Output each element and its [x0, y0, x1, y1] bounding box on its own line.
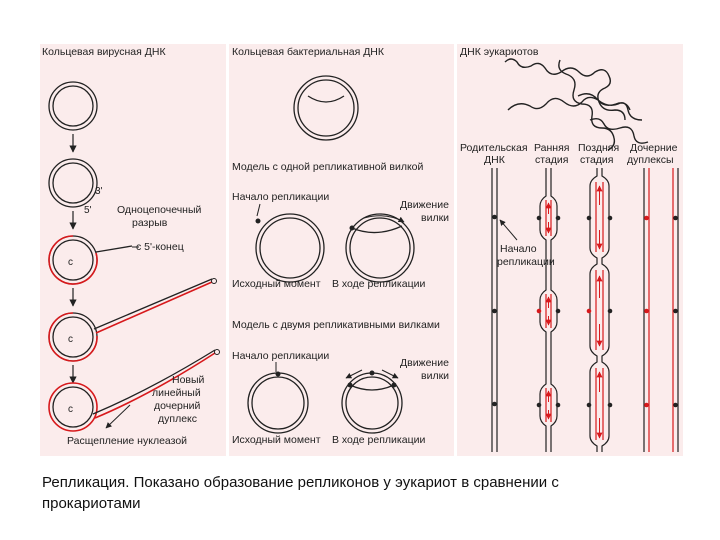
eukaryotic-dna-panel	[457, 44, 683, 456]
two-fork-initial-circle	[247, 372, 309, 434]
col1-header-line1: Родительская	[460, 142, 528, 154]
origin-dot	[369, 370, 375, 376]
late-stage-column	[589, 168, 610, 452]
panel1-title: Кольцевая вирусная ДНК	[42, 46, 166, 58]
nuclease-arrow	[105, 404, 131, 429]
col4-header-line2: дуплексы	[627, 154, 674, 166]
fork-movement-1-line2: вилки	[421, 212, 449, 224]
origin-dots-daughters	[644, 215, 678, 408]
model-two-forks: Модель с двумя репликативными вилками	[232, 319, 440, 331]
new-duplex-line3: дочерний	[154, 400, 201, 412]
fork-movement-2-line2: вилки	[421, 370, 449, 382]
fork-movement-1-line1: Движение	[400, 199, 449, 211]
bacterial-dna-panel	[229, 44, 454, 456]
new-duplex-line4: дуплекс	[158, 413, 197, 425]
initial-moment-1: Исходный момент	[232, 278, 321, 290]
during-replication-2: В ходе репликации	[332, 434, 425, 446]
origin-arrow	[499, 219, 518, 241]
col2-header-line1: Ранняя	[534, 142, 569, 154]
origin-dots-early	[536, 215, 561, 408]
label-5prime: 5'	[84, 205, 92, 216]
origin-dot	[255, 218, 261, 224]
daughter-duplex-2	[672, 168, 679, 452]
half-circle-glyph: c	[68, 334, 73, 345]
origin-dots-parental	[492, 214, 497, 407]
five-end-label: с 5'-конец	[136, 241, 184, 253]
two-fork-progress-circle	[341, 372, 403, 434]
caption-line-1: Репликация. Показано образование реплико…	[42, 474, 559, 491]
strand-end-marker-2	[214, 349, 220, 355]
fork-direction-arrow-right	[381, 369, 399, 379]
fork-dot	[391, 382, 397, 388]
caption-line-2: прокариотами	[42, 495, 141, 512]
col3-header-line2: стадия	[580, 154, 613, 166]
fork-direction-arrow-left	[345, 369, 363, 379]
viral-circle-5	[48, 349, 216, 432]
start-replication-2: Начало репликации	[232, 350, 329, 362]
initial-moment-2: Исходный момент	[232, 434, 321, 446]
col3-header-line1: Поздняя	[578, 142, 619, 154]
viral-circle-4	[48, 278, 213, 362]
origin-dot	[275, 371, 281, 377]
viral-circle-1	[48, 81, 98, 131]
fork-direction-arrow	[363, 215, 405, 223]
nick-label-line2: разрыв	[132, 217, 168, 229]
new-duplex-line2: линейный	[152, 387, 201, 399]
origin-dot	[349, 225, 355, 231]
strand-end-marker-1	[211, 278, 217, 284]
origin-label-line2: репликации	[497, 256, 555, 268]
viral-circle-2	[48, 158, 98, 208]
fork-movement-2-line1: Движение	[400, 357, 449, 369]
half-circle-glyph: c	[68, 257, 73, 268]
col2-header-line2: стадия	[535, 154, 568, 166]
panel2-title: Кольцевая бактериальная ДНК	[232, 46, 385, 58]
nuclease-label: Расщепление нуклеазой	[67, 435, 187, 447]
col1-header-line2: ДНК	[484, 154, 506, 166]
panel3-title: ДНК эукариотов	[460, 46, 539, 58]
origin-pointer-1	[256, 203, 261, 217]
during-replication-1: В ходе репликации	[332, 278, 425, 290]
model-one-fork: Модель с одной репликативной вилкой	[232, 161, 424, 173]
nick-label-line1: Одноцепочечный	[117, 204, 202, 216]
one-fork-progress-circle	[345, 213, 415, 283]
origin-dots-late	[586, 215, 613, 408]
bacterial-circle	[293, 75, 359, 141]
one-fork-initial-circle	[255, 213, 325, 283]
viral-circle-3	[48, 235, 133, 285]
chromatin-tangle	[504, 58, 649, 151]
label-3prime: 3'	[95, 186, 103, 197]
start-replication-1: Начало репликации	[232, 191, 329, 203]
col4-header-line1: Дочерние	[630, 142, 678, 154]
figure-caption: Репликация. Показано образование реплико…	[42, 472, 682, 514]
parental-dna-column	[491, 168, 498, 452]
daughter-duplex-1	[643, 168, 650, 452]
origin-label-line1: Начало	[500, 243, 537, 255]
half-circle-glyph: c	[68, 404, 73, 415]
fork-dot	[347, 382, 353, 388]
new-duplex-line1: Новый	[172, 374, 205, 386]
